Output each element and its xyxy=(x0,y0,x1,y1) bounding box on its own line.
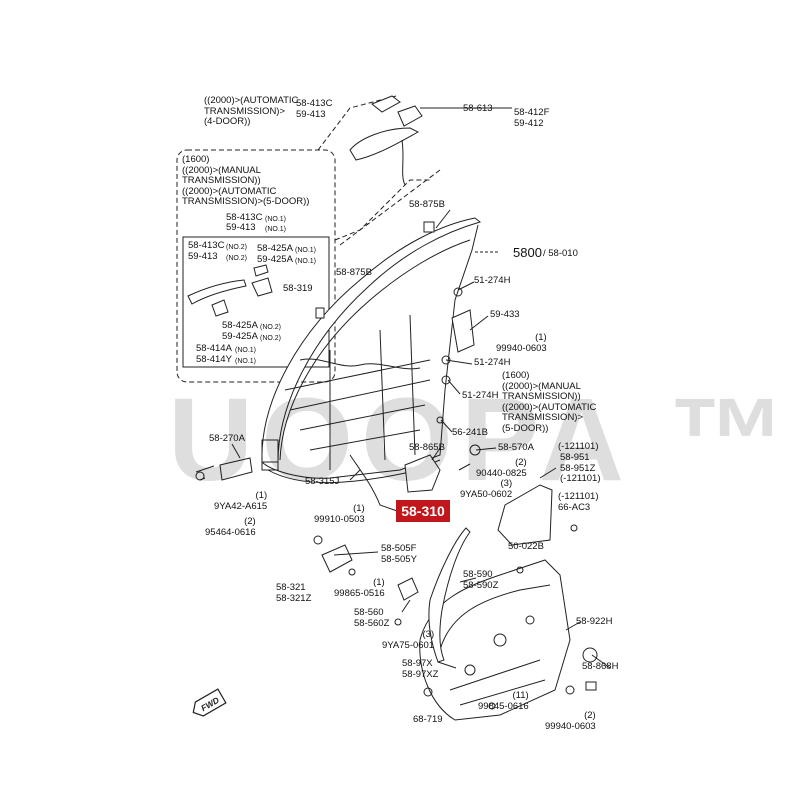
label-50-022b: 50-022B xyxy=(508,541,544,552)
label-58-570a: 58-570A xyxy=(498,442,534,453)
label-51-274h-c: 51-274H xyxy=(462,390,499,401)
label-99845-0616: (11) 99845-0616 xyxy=(478,690,529,712)
label-58-505f: 58-505F 58-505Y xyxy=(381,543,417,565)
label-58-865b: 58-865B xyxy=(409,442,445,453)
label-51-274h-a: 51-274H xyxy=(474,275,511,286)
label-box-58-425a: 58-425A 59-425A xyxy=(257,243,293,265)
label-5800: 5800 xyxy=(513,245,542,260)
label-9ya42-a615: (1) 9YA42-A615 xyxy=(214,490,268,512)
variant-callout-box xyxy=(176,149,336,383)
label-box-59-413: 59-413 xyxy=(226,222,256,233)
label-121101-a: (-121101) xyxy=(558,441,599,452)
label-58-590: 58-590 58-590Z xyxy=(463,569,499,591)
label-58-875b-mid: 58-875B xyxy=(336,267,372,278)
highlight-58-310[interactable]: 58-310 xyxy=(396,500,450,522)
label-68-719: 68-719 xyxy=(413,714,443,725)
label-56-241b: 56-241B xyxy=(452,427,488,438)
label-box-58-413c: 58-413C xyxy=(226,212,263,223)
label-variant-title: (1600) ((2000)>(MANUAL TRANSMISSION)) ((… xyxy=(182,154,310,207)
label-99910-0503: (1) 99910-0503 xyxy=(314,503,365,525)
label-58-875b-top: 58-875B xyxy=(409,199,445,210)
label-right-note: (1600) ((2000)>(MANUAL TRANSMISSION)) ((… xyxy=(502,370,597,434)
label-99940-0603-a: (1) 99940-0603 xyxy=(496,332,547,354)
label-top-auto: ((2000)>(AUTOMATIC TRANSMISSION)> (4-DOO… xyxy=(204,95,299,127)
label-box-no1d: (NO.1) (NO.1) xyxy=(235,347,256,365)
label-9ya75-0601: (3) 9YA75-0601 xyxy=(382,629,435,651)
label-99940-0603-b: (2) 99940-0603 xyxy=(545,710,596,732)
label-58-868h: 58-868H xyxy=(582,661,619,672)
label-box-no1c: (NO.1) (NO.1) xyxy=(295,247,316,265)
label-66-ac3: 66-AC3 xyxy=(558,502,591,513)
label-58-010: / 58-010 xyxy=(543,248,578,259)
forward-arrow-icon: FWD xyxy=(192,688,227,717)
label-9ya50-0602: (3) 9YA50-0602 xyxy=(460,478,513,500)
label-58-560: 58-560 58-560Z xyxy=(354,607,390,629)
label-58-315j: 58-315J xyxy=(305,476,340,487)
label-box-no1a: (NO.1) xyxy=(265,216,286,223)
label-90440-0825: (2) 90440-0825 xyxy=(476,457,527,479)
label-58-97x: 58-97X 58-97XZ xyxy=(402,658,439,680)
outer-handle-top xyxy=(349,127,420,161)
label-box-58-319: 58-319 xyxy=(283,283,313,294)
label-58-951: 58-951 58-951Z (-121101) xyxy=(560,452,601,484)
label-95464-0616: (2) 95464-0616 xyxy=(205,516,256,538)
door-inner-panel xyxy=(261,224,479,479)
label-58-412f: 58-412F 59-412 xyxy=(514,107,550,129)
label-box-no2a: (NO.2) (NO.2) xyxy=(226,244,247,262)
label-box-58-425a-2: 58-425A 59-425A xyxy=(222,320,258,342)
label-58-270a: 58-270A xyxy=(209,433,245,444)
door-latch xyxy=(404,454,441,493)
label-box-no2b: (NO.2) (NO.2) xyxy=(260,324,281,342)
label-58-613: 58-613 xyxy=(463,103,493,114)
label-box-413c-no2: 58-413C 59-413 xyxy=(188,240,225,262)
door-sash xyxy=(261,217,482,463)
label-58-413c-top: 58-413C 59-413 xyxy=(296,98,333,120)
inner-handle xyxy=(321,544,353,573)
variant-inner-box xyxy=(182,236,330,368)
label-58-321: 58-321 58-321Z xyxy=(276,582,312,604)
label-box-58-414a: 58-414A 58-414Y xyxy=(196,343,232,365)
label-51-274h-b: 51-274H xyxy=(474,357,511,368)
label-58-922h: 58-922H xyxy=(576,616,613,627)
label-99865-0516: (1) 99865-0516 xyxy=(334,577,385,599)
cover-panel xyxy=(497,484,553,546)
weatherstrip xyxy=(428,527,471,663)
label-59-433: 59-433 xyxy=(490,309,520,320)
label-121101-b: (-121101) xyxy=(558,491,599,502)
label-box-no1b: (NO.1) xyxy=(265,226,286,233)
